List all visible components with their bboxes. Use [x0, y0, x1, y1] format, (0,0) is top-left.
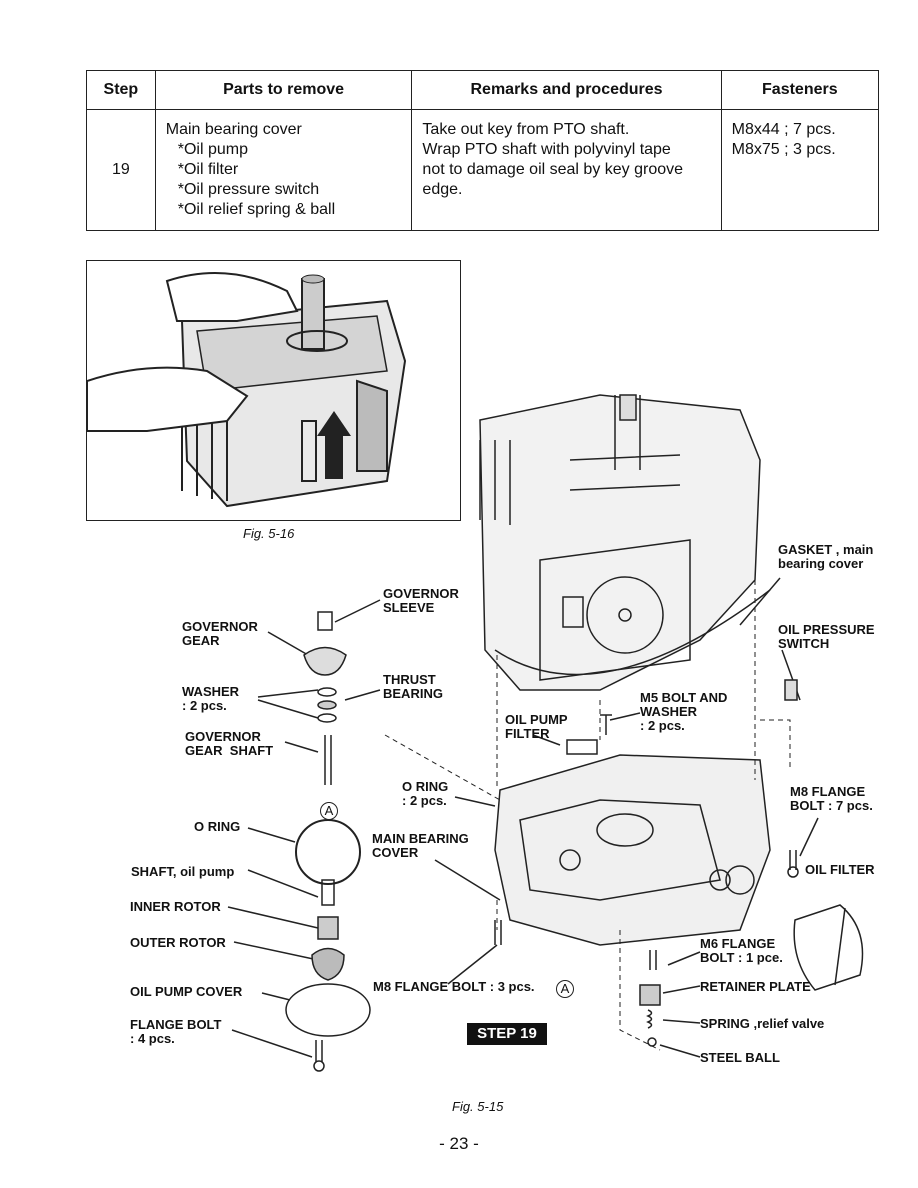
- label-m8-flange-bolt-3: M8 FLANGE BOLT : 3 pcs.: [373, 979, 535, 994]
- reference-mark-a: A: [556, 980, 574, 998]
- cell-fasteners: M8x44 ; 7 pcs. M8x75 ; 3 pcs.: [720, 109, 880, 231]
- engine-photo-illustration: [87, 261, 460, 520]
- label-m5-bolt-washer: M5 BOLT AND WASHER : 2 pcs.: [640, 690, 728, 733]
- step-badge: STEP 19: [467, 1023, 547, 1045]
- label-m6-flange-bolt: M6 FLANGE BOLT : 1 pce.: [700, 936, 783, 965]
- remark-line: Take out key from PTO shaft.: [422, 121, 630, 138]
- label-m8-flange-bolt-7: M8 FLANGE BOLT : 7 pcs.: [790, 784, 873, 813]
- label-retainer-plate: RETAINER PLATE: [700, 979, 811, 994]
- part-item: *Oil pressure switch: [177, 181, 320, 198]
- label-governor-gear: GOVERNOR GEAR: [182, 619, 258, 648]
- photo-figure: [86, 260, 461, 521]
- part-item: *Oil pump: [177, 141, 248, 158]
- fastener-line: M8x44 ; 7 pcs.: [731, 121, 836, 138]
- label-spring-relief-valve: SPRING ,relief valve: [700, 1016, 825, 1031]
- remark-line: not to damage oil seal by key groove: [422, 161, 684, 178]
- label-main-bearing-cover: MAIN BEARING COVER: [372, 831, 469, 860]
- header-step: Step: [86, 70, 156, 110]
- label-flange-bolt-4: FLANGE BOLT : 4 pcs.: [130, 1017, 222, 1046]
- label-oil-filter: OIL FILTER: [805, 862, 875, 877]
- part-item: *Oil relief spring & ball: [177, 201, 336, 218]
- label-governor-gear-shaft: GOVERNOR GEAR SHAFT: [185, 729, 274, 758]
- part-item: Main bearing cover: [165, 121, 302, 138]
- reference-mark-a: A: [320, 802, 338, 820]
- part-item: *Oil filter: [177, 161, 239, 178]
- label-washer: WASHER : 2 pcs.: [182, 684, 240, 713]
- label-oil-pump-cover: OIL PUMP COVER: [130, 984, 243, 999]
- procedure-table: Step Parts to remove Remarks and procedu…: [86, 70, 880, 231]
- table-header-row: Step Parts to remove Remarks and procedu…: [86, 70, 880, 110]
- label-oil-pump-filter: OIL PUMP FILTER: [505, 712, 568, 741]
- label-inner-rotor: INNER ROTOR: [130, 899, 221, 914]
- remark-line: Wrap PTO shaft with polyvinyl tape: [422, 141, 671, 158]
- label-governor-sleeve: GOVERNOR SLEEVE: [383, 586, 459, 615]
- cell-remarks: Take out key from PTO shaft. Wrap PTO sh…: [411, 109, 722, 231]
- label-oil-pressure-switch: OIL PRESSURE SWITCH: [778, 622, 875, 651]
- label-outer-rotor: OUTER ROTOR: [130, 935, 226, 950]
- figure-caption: Fig. 5-15: [452, 1099, 504, 1114]
- label-o-ring: O RING: [194, 819, 241, 834]
- page-number: - 23 -: [439, 1134, 479, 1153]
- header-fasteners: Fasteners: [720, 70, 880, 110]
- figure-caption: Fig. 5-16: [243, 526, 295, 541]
- fastener-line: M8x75 ; 3 pcs.: [731, 141, 836, 158]
- remark-line: edge.: [422, 181, 463, 198]
- cell-parts: Main bearing cover *Oil pump *Oil filter…: [154, 109, 413, 231]
- label-gasket: GASKET , main bearing cover: [778, 542, 874, 571]
- label-thrust-bearing: THRUST BEARING: [383, 672, 443, 701]
- label-o-ring-2pcs: O RING : 2 pcs.: [402, 779, 449, 808]
- table-row: 19 Main bearing cover *Oil pump *Oil fil…: [86, 109, 880, 231]
- header-parts: Parts to remove: [154, 70, 413, 110]
- label-steel-ball: STEEL BALL: [700, 1050, 780, 1065]
- label-shaft-oil-pump: SHAFT, oil pump: [131, 864, 235, 879]
